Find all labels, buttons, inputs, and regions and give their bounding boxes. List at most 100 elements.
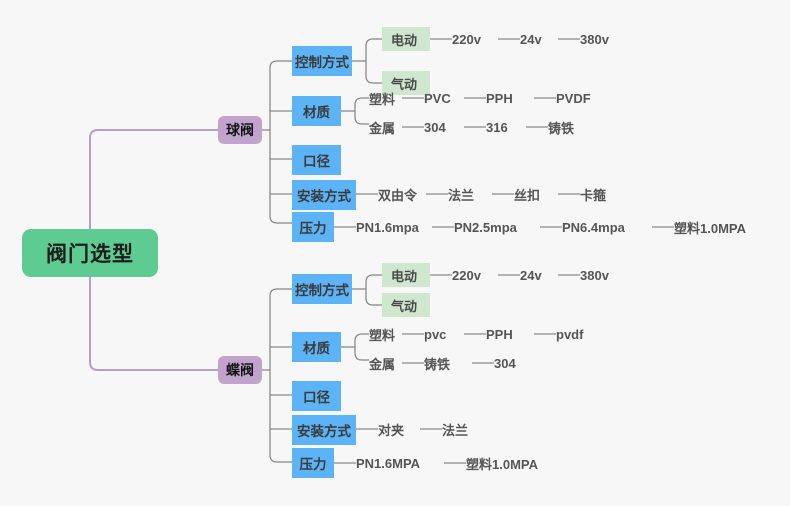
- leaf-label: 铸铁: [548, 120, 575, 136]
- leaf-label: 316: [486, 119, 508, 135]
- subnode-pneumatic[interactable]: 气动: [382, 71, 430, 95]
- leaf-node[interactable]: 24v: [520, 264, 558, 286]
- leaf-node[interactable]: 铸铁: [424, 352, 472, 374]
- leaf-label: 法兰: [448, 187, 475, 203]
- leaf-label: PPH: [486, 90, 513, 106]
- subnode-label: 金属: [369, 356, 396, 372]
- leaf-label: pvc: [424, 326, 447, 342]
- leaf-node[interactable]: PN2.5mpa: [454, 216, 540, 238]
- leaf-label: 塑料1.0MPA: [674, 220, 746, 236]
- category-node-control-method[interactable]: 控制方式: [292, 274, 352, 304]
- subnode-plastic[interactable]: 塑料: [369, 323, 403, 345]
- leaf-node[interactable]: 法兰: [442, 418, 478, 440]
- category-node-diameter[interactable]: 口径: [292, 381, 341, 411]
- leaf-label: PN1.6MPA: [356, 455, 421, 471]
- leaf-label: 380v: [580, 267, 609, 283]
- category-node-pressure[interactable]: 压力: [292, 448, 334, 478]
- leaf-node[interactable]: 316: [486, 116, 524, 138]
- branch-label: 蝶阀: [226, 362, 254, 378]
- leaf-node[interactable]: PN1.6MPA: [356, 452, 444, 474]
- leaf-node[interactable]: 法兰: [448, 183, 484, 205]
- branch-label: 球阀: [226, 122, 254, 138]
- subnode-pneumatic[interactable]: 气动: [382, 293, 430, 317]
- leaf-node[interactable]: 24v: [520, 28, 558, 50]
- leaf-node[interactable]: 塑料1.0MPA: [674, 216, 778, 238]
- leaf-node[interactable]: 对夹: [378, 418, 418, 440]
- category-node-pressure[interactable]: 压力: [292, 212, 334, 242]
- category-label: 材质: [303, 341, 330, 356]
- leaf-label: PN1.6mpa: [356, 219, 419, 235]
- leaf-node[interactable]: pvdf: [556, 323, 604, 345]
- category-label: 压力: [299, 457, 327, 472]
- leaf-node[interactable]: 塑料1.0MPA: [466, 452, 570, 474]
- category-node-installation[interactable]: 安装方式: [292, 180, 356, 210]
- category-label: 压力: [299, 221, 327, 236]
- subnode-label: 气动: [391, 298, 418, 314]
- leaf-node[interactable]: PVC: [424, 87, 464, 109]
- category-label: 控制方式: [295, 55, 349, 70]
- leaf-node[interactable]: pvc: [424, 323, 464, 345]
- leaf-node[interactable]: 220v: [452, 264, 498, 286]
- leaf-label: 304: [494, 355, 516, 371]
- subnode-label: 电动: [391, 32, 418, 48]
- subnode-electric[interactable]: 电动: [382, 263, 430, 287]
- leaf-label: 铸铁: [424, 356, 451, 372]
- leaf-label: PVC: [424, 90, 451, 106]
- leaf-label: 双由令: [378, 187, 418, 203]
- leaf-label: 对夹: [378, 422, 405, 438]
- leaf-node[interactable]: PPH: [486, 323, 530, 345]
- subnode-label: 塑料: [369, 327, 396, 343]
- leaf-node[interactable]: 304: [424, 116, 462, 138]
- subnode-label: 气动: [391, 76, 418, 92]
- leaf-node[interactable]: 220v: [452, 28, 498, 50]
- root-node[interactable]: 阀门选型: [22, 229, 158, 277]
- category-node-control-method[interactable]: 控制方式: [292, 46, 352, 76]
- category-node-material[interactable]: 材质: [292, 96, 341, 126]
- leaf-label: 卡箍: [580, 187, 607, 203]
- leaf-node[interactable]: 380v: [580, 264, 626, 286]
- category-node-material[interactable]: 材质: [292, 332, 341, 362]
- leaf-label: PN6.4mpa: [562, 219, 625, 235]
- leaf-label: 法兰: [442, 422, 469, 438]
- subnode-metal[interactable]: 金属: [369, 116, 403, 138]
- category-label: 安装方式: [297, 424, 351, 439]
- category-label: 控制方式: [295, 283, 349, 298]
- subnode-label: 金属: [369, 120, 396, 136]
- subnode-plastic[interactable]: 塑料: [369, 87, 403, 109]
- leaf-node[interactable]: 丝扣: [514, 183, 550, 205]
- leaf-node[interactable]: PN6.4mpa: [562, 216, 652, 238]
- category-label: 安装方式: [297, 189, 351, 204]
- category-label: 材质: [303, 105, 330, 120]
- leaf-label: 304: [424, 119, 446, 135]
- subnode-electric[interactable]: 电动: [382, 27, 430, 51]
- category-node-installation[interactable]: 安装方式: [292, 415, 356, 445]
- leaf-node[interactable]: 双由令: [378, 183, 426, 205]
- leaf-node[interactable]: 304: [494, 352, 532, 374]
- category-label: 口径: [303, 390, 330, 405]
- leaf-node[interactable]: PN1.6mpa: [356, 216, 432, 238]
- leaf-label: PPH: [486, 326, 513, 342]
- branch-node-ball-valve[interactable]: 球阀: [218, 116, 262, 144]
- leaf-node[interactable]: PPH: [486, 87, 530, 109]
- leaf-node[interactable]: 380v: [580, 28, 626, 50]
- leaf-label: 24v: [520, 31, 542, 47]
- leaf-label: 24v: [520, 267, 542, 283]
- leaf-label: PVDF: [556, 90, 591, 106]
- leaf-label: 塑料1.0MPA: [466, 456, 538, 472]
- leaf-label: 220v: [452, 31, 481, 47]
- leaf-node[interactable]: 铸铁: [548, 116, 592, 138]
- leaf-node[interactable]: 卡箍: [580, 183, 616, 205]
- subnode-label: 塑料: [369, 91, 396, 107]
- leaf-label: 220v: [452, 267, 481, 283]
- subnode-metal[interactable]: 金属: [369, 352, 403, 374]
- leaf-label: 380v: [580, 31, 609, 47]
- leaf-label: PN2.5mpa: [454, 219, 517, 235]
- subnode-label: 电动: [391, 268, 418, 284]
- leaf-label: pvdf: [556, 326, 584, 342]
- branch-node-butterfly-valve[interactable]: 蝶阀: [218, 356, 262, 384]
- category-node-diameter[interactable]: 口径: [292, 145, 341, 175]
- category-label: 口径: [303, 154, 330, 169]
- leaf-node[interactable]: PVDF: [556, 87, 604, 109]
